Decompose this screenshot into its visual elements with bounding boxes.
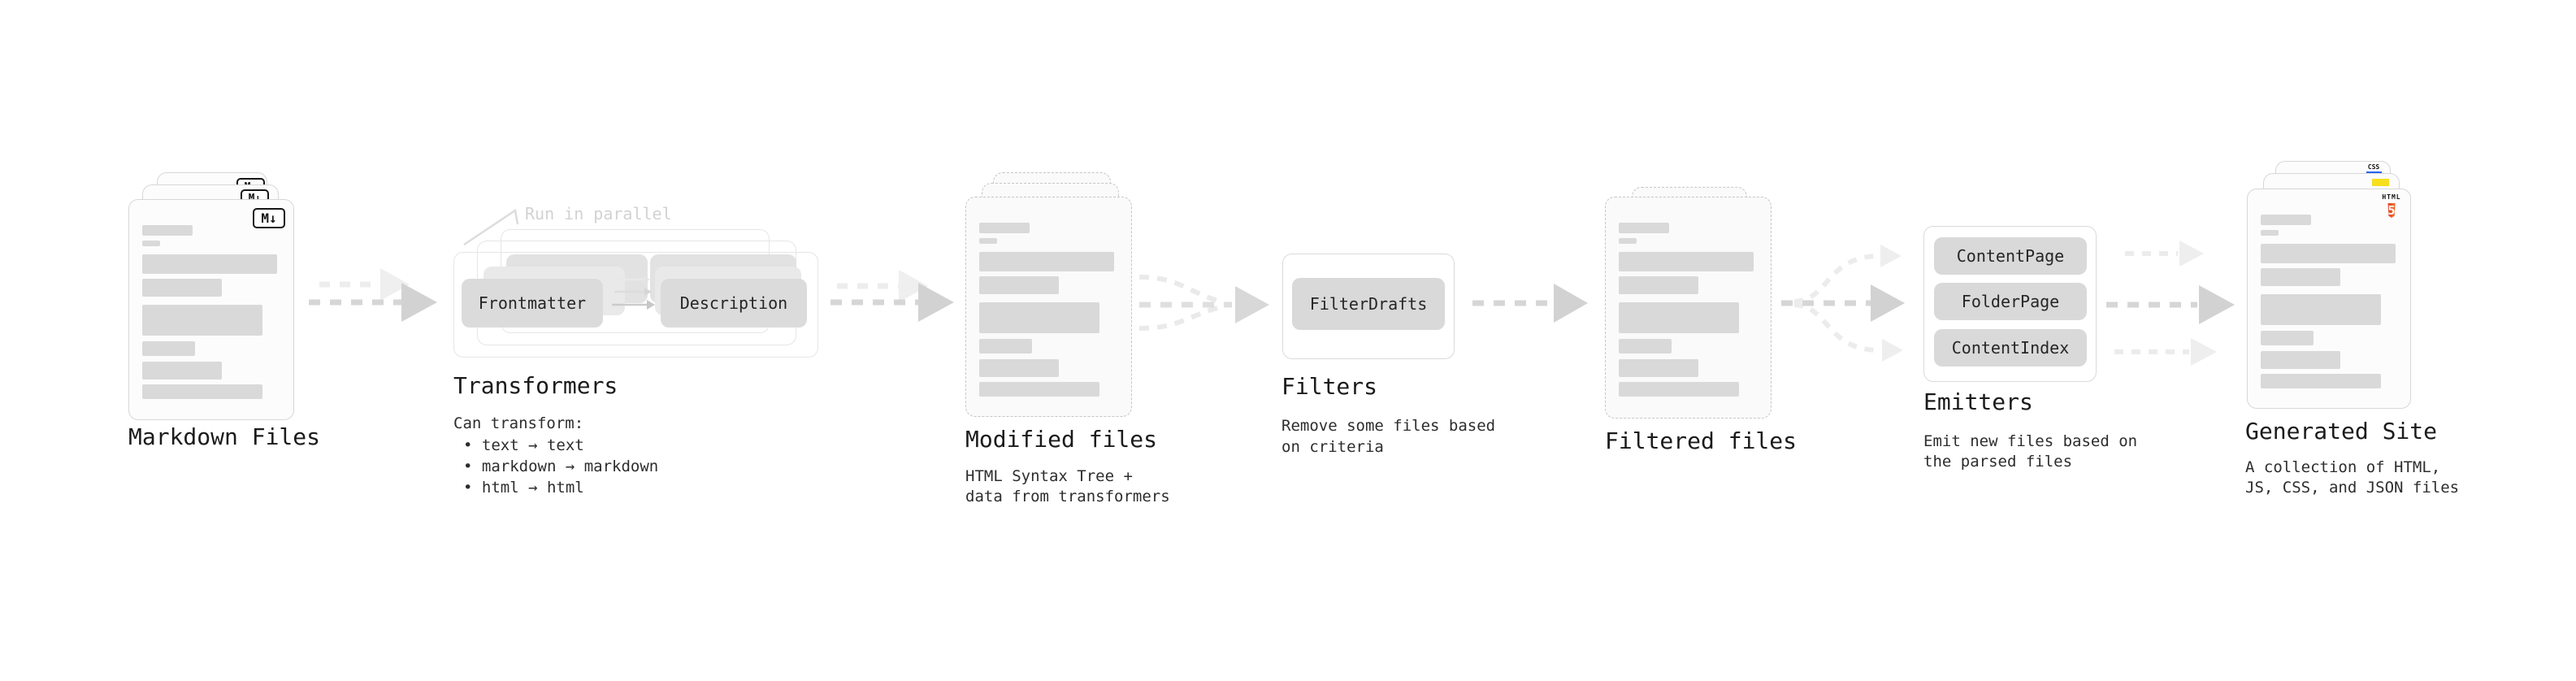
doc-content-bars	[2261, 215, 2396, 388]
description-chip: Description	[661, 279, 807, 327]
doc-content-bars	[142, 225, 277, 399]
folderpage-chip: FolderPage	[1934, 283, 2087, 320]
modified-files-desc: HTML Syntax Tree +	[965, 467, 1133, 485]
transformers-label: Transformers	[453, 372, 618, 399]
generated-site-desc: A collection of HTML,	[2245, 458, 2441, 476]
emitters-label: Emitters	[1923, 388, 2033, 415]
filtered-file-card	[1605, 197, 1772, 419]
emitters-desc: the parsed files	[1923, 453, 2073, 471]
markdown-icon: M↓	[253, 208, 285, 228]
generated-site-desc: JS, CSS, and JSON files	[2245, 479, 2460, 497]
doc-content-bars	[1619, 223, 1754, 397]
modified-file-card	[965, 197, 1132, 417]
css-icon: CSS	[2366, 164, 2382, 174]
filtered-files-label: Filtered files	[1605, 427, 1798, 454]
markdown-files-label: Markdown Files	[128, 423, 321, 450]
contentpage-chip: ContentPage	[1934, 237, 2087, 275]
html5-icon: HTML 5	[2382, 193, 2401, 218]
frontmatter-chip: Frontmatter	[462, 279, 603, 327]
transformer-container-front	[453, 252, 818, 358]
arrow-filtered-to-emitters-diverge	[1781, 245, 1905, 362]
transformers-bullet: • html → html	[463, 479, 584, 497]
contentindex-chip: ContentIndex	[1934, 329, 2087, 367]
arrow-markdown-to-transformers	[309, 268, 437, 322]
filters-desc: Remove some files based	[1281, 417, 1496, 435]
arrow-modified-to-filters-merge	[1138, 275, 1269, 331]
modified-files-desc: data from transformers	[965, 488, 1170, 505]
emitters-desc: Emit new files based on	[1923, 432, 2138, 450]
filters-desc: on criteria	[1281, 438, 1384, 456]
js-icon	[2372, 179, 2389, 186]
generated-file-card-html: HTML 5	[2247, 189, 2411, 409]
filterdrafts-chip: FilterDrafts	[1292, 278, 1445, 330]
transformers-desc-title: Can transform:	[453, 414, 584, 432]
markdown-file-card: M↓	[128, 199, 294, 420]
generated-site-label: Generated Site	[2245, 418, 2438, 445]
transformers-bullet: • markdown → markdown	[463, 458, 659, 475]
arrow-transformers-to-modified	[830, 270, 954, 322]
arrow-emitters-to-generated	[2106, 241, 2235, 366]
run-in-parallel-note: Run in parallel	[525, 204, 672, 223]
transformers-bullet: • text → text	[463, 436, 584, 454]
modified-files-label: Modified files	[965, 426, 1158, 453]
doc-content-bars	[979, 223, 1114, 397]
arrow-filters-to-filtered	[1472, 284, 1588, 323]
filters-label: Filters	[1281, 373, 1378, 400]
